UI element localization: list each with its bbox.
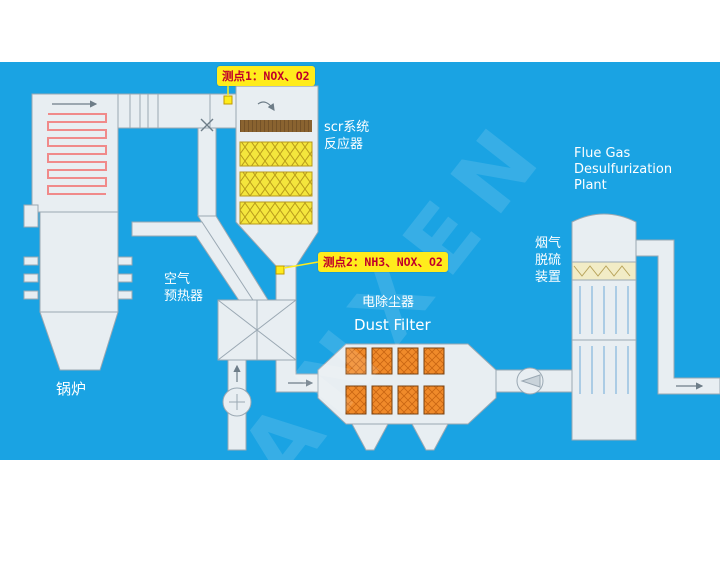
fgd-label-en-line1: Flue Gas	[574, 146, 631, 161]
bypass-duct	[197, 127, 217, 217]
dust-filter-label-en: Dust Filter	[354, 316, 431, 334]
boiler-label: 锅炉	[56, 380, 87, 398]
duct-vane-1	[129, 93, 141, 129]
process-diagram: SANXEN 测点1：NOX、O2 测点2：NH3、NOX、O2 锅炉 空气 预…	[0, 62, 720, 460]
boiler-heating-coil	[47, 113, 107, 195]
measurement-point-1-tag: 测点1：NOX、O2	[217, 66, 315, 86]
fgd-spray-layer	[571, 261, 637, 281]
air-preheater-label-line2: 预热器	[164, 289, 204, 304]
mp1-marker	[223, 95, 233, 105]
bypass-damper	[200, 118, 214, 132]
fgd-label-cn-line1: 烟气	[535, 236, 562, 251]
dust-filter	[317, 343, 497, 451]
fgd-outlet-duct	[635, 239, 720, 395]
flue-gas-flow-diagram	[0, 62, 720, 460]
primary-fan-blades	[229, 394, 245, 410]
air-preheater-label-line1: 空气	[164, 272, 191, 287]
fgd-label-en-line2: Desulfurization	[574, 162, 673, 177]
fgd-tower	[571, 213, 637, 441]
scr-label-line1: scr系统	[324, 120, 370, 135]
measurement-point-2-tag: 测点2：NH3、NOX、O2	[318, 252, 448, 272]
catalyst-layer-3	[239, 201, 313, 225]
duct-vane-2	[147, 93, 159, 129]
mp2-leader	[283, 261, 319, 269]
fgd-label-cn-line2: 脱硫	[535, 253, 562, 268]
catalyst-layer-2	[239, 171, 313, 197]
scr-reactor	[235, 85, 319, 267]
induced-draft-fan-blade	[520, 374, 541, 388]
fgd-label-en-line3: Plant	[574, 178, 607, 193]
scr-label-line2: 反应器	[324, 137, 364, 152]
fgd-label-cn-line3: 装置	[535, 270, 562, 285]
mp2-marker	[275, 265, 285, 275]
dust-filter-label-cn: 电除尘器	[362, 295, 415, 310]
air-preheater	[217, 299, 297, 361]
catalyst-layer-1	[239, 141, 313, 167]
duct-boiler-to-scr	[117, 93, 241, 129]
catalyst-top-layer	[240, 120, 312, 132]
